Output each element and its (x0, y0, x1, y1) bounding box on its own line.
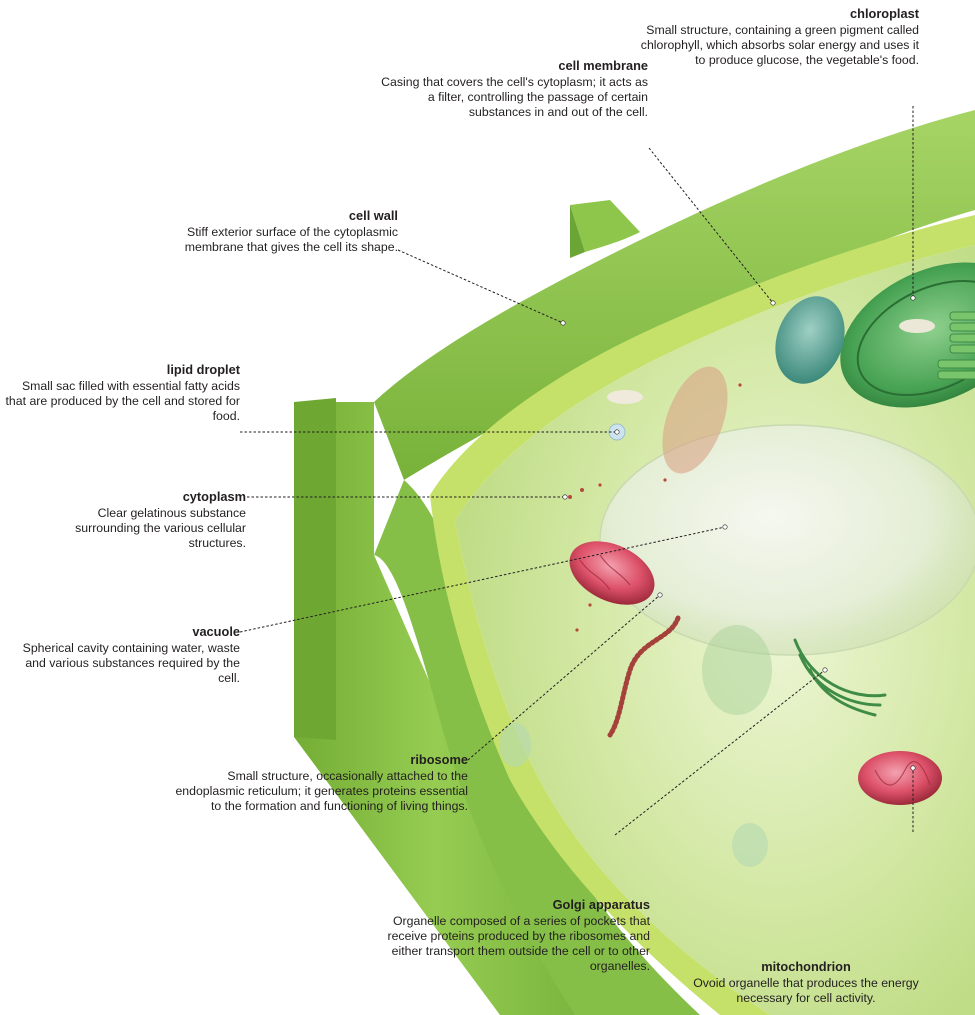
label-cell-membrane-description: Casing that covers the cell's cytoplasm;… (380, 75, 648, 120)
label-golgi-apparatus-description: Organelle composed of a series of pocket… (372, 914, 650, 974)
label-chloroplast-title: chloroplast (640, 6, 919, 22)
label-cell-wall-description: Stiff exterior surface of the cytoplasmi… (160, 225, 398, 255)
label-lipid-droplet: lipid droplet Small sac filled with esse… (2, 362, 240, 424)
label-mitochondrion: mitochondrion Ovoid organelle that produ… (692, 959, 920, 1006)
label-lipid-droplet-title: lipid droplet (2, 362, 240, 378)
label-cytoplasm-title: cytoplasm (30, 489, 246, 505)
label-ribosome-title: ribosome (166, 752, 468, 768)
label-chloroplast-description: Small structure, containing a green pigm… (640, 23, 919, 68)
label-mitochondrion-title: mitochondrion (692, 959, 920, 975)
label-golgi-apparatus-title: Golgi apparatus (372, 897, 650, 913)
label-vacuole: vacuole Spherical cavity containing wate… (2, 624, 240, 686)
label-mitochondrion-description: Ovoid organelle that produces the energy… (692, 976, 920, 1006)
label-vacuole-description: Spherical cavity containing water, waste… (2, 641, 240, 686)
label-cytoplasm: cytoplasm Clear gelatinous substance sur… (30, 489, 246, 551)
label-golgi-apparatus: Golgi apparatus Organelle composed of a … (372, 897, 650, 974)
label-vacuole-title: vacuole (2, 624, 240, 640)
label-cell-wall: cell wall Stiff exterior surface of the … (160, 208, 398, 255)
label-ribosome-description: Small structure, occasionally attached t… (166, 769, 468, 814)
label-cytoplasm-description: Clear gelatinous substance surrounding t… (30, 506, 246, 551)
label-cell-membrane-title: cell membrane (380, 58, 648, 74)
label-cell-membrane: cell membrane Casing that covers the cel… (380, 58, 648, 120)
label-chloroplast: chloroplast Small structure, containing … (640, 6, 919, 68)
label-lipid-droplet-description: Small sac filled with essential fatty ac… (2, 379, 240, 424)
label-ribosome: ribosome Small structure, occasionally a… (166, 752, 468, 814)
label-cell-wall-title: cell wall (160, 208, 398, 224)
